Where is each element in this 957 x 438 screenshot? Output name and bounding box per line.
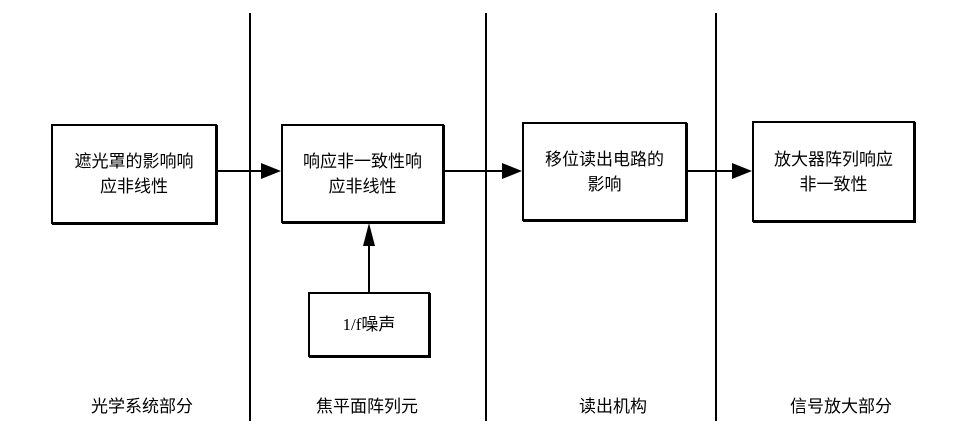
section-label-amplifier: 信号放大部分 [790, 397, 892, 416]
arrow-right-icon [732, 163, 752, 179]
arrow-line [687, 170, 736, 172]
box-1f-noise: 1/f噪声 [308, 292, 430, 357]
section-label-optics: 光学系统部分 [91, 397, 193, 416]
box-readout-circuit-influence: 移位读出电路的 影响 [522, 122, 687, 221]
box-readout-line1: 移位读出电路的 [545, 149, 664, 169]
box-optics-line2: 应非线性 [100, 177, 168, 196]
box-optics-line1: 遮光罩的影响响 [74, 152, 194, 171]
box-focal-plane-nonuniformity: 响应非一致性响 应非线性 [281, 124, 444, 223]
arrow-line [217, 170, 265, 172]
arrow-up-icon [363, 223, 375, 246]
box-amplifier-array-nonuniformity: 放大器阵列响应 非一致性 [752, 121, 915, 222]
box-focal-plane-line2: 应非线性 [328, 176, 397, 196]
section-divider-2 [485, 13, 487, 421]
section-divider-1 [249, 13, 251, 421]
box-optics-nonlinearity: 遮光罩的影响响 应非线性 [51, 124, 217, 224]
box-focal-plane-line1: 响应非一致性响 [303, 151, 422, 171]
box-readout-line2: 影响 [587, 174, 622, 194]
arrow-right-icon [502, 163, 522, 179]
arrow-line [368, 240, 370, 292]
arrow-line [444, 170, 506, 172]
box-amplifier-line2: 非一致性 [799, 174, 868, 194]
section-label-readout: 读出机构 [579, 397, 647, 416]
box-1f-noise-line1: 1/f噪声 [342, 315, 396, 334]
box-amplifier-line1: 放大器阵列响应 [774, 149, 893, 169]
section-label-focal-plane: 焦平面阵列元 [316, 397, 418, 416]
arrow-right-icon [261, 163, 281, 179]
section-divider-3 [715, 13, 717, 421]
